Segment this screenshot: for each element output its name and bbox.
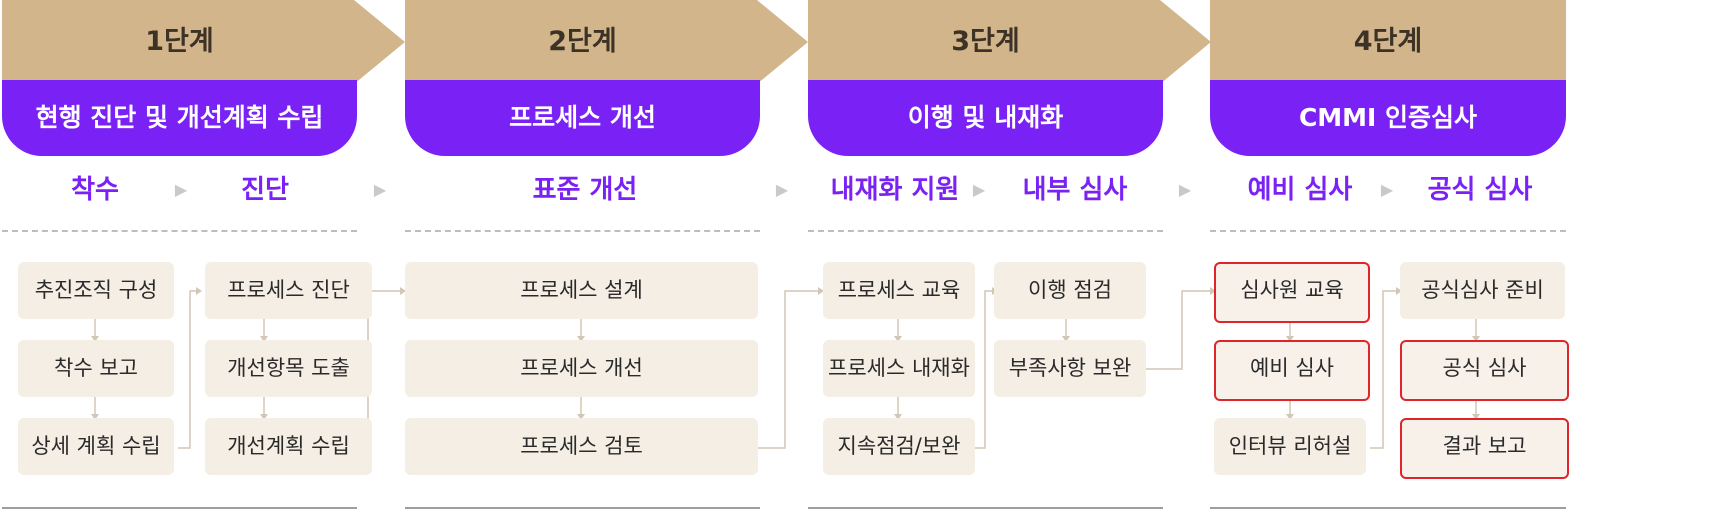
subphase-label: 표준 개선 [532, 175, 638, 205]
chevron-shape [808, 0, 1211, 84]
activity-box: 개선계획 수립 [205, 418, 372, 475]
triangle-right-icon: ▶ [972, 180, 986, 199]
activity-box: 인터뷰 리허설 [1214, 418, 1366, 475]
subphase-label: 내부 심사 [1022, 175, 1128, 205]
stage-2-header: 2단계 [405, 0, 810, 84]
stage-2-label: 2단계 [548, 26, 617, 57]
bottom-rule [808, 507, 1163, 509]
triangle-right-icon: ▶ [174, 180, 188, 199]
subphase-label: 진단 [241, 175, 289, 205]
chevron-shape [2, 0, 405, 84]
activity-box: 상세 계획 수립 [18, 418, 174, 475]
triangle-right-icon: ▶ [775, 180, 789, 199]
triangle-right-icon: ▶ [373, 180, 387, 199]
activity-box: 개선항목 도출 [205, 340, 372, 397]
activity-box-highlighted: 결과 보고 [1400, 418, 1569, 479]
chevron-shape [1210, 0, 1566, 84]
activity-box-highlighted: 공식 심사 [1400, 340, 1569, 401]
activity-box: 프로세스 교육 [823, 262, 975, 319]
activity-box: 공식심사 준비 [1400, 262, 1565, 319]
stage-1-label: 1단계 [145, 26, 214, 57]
stage-1-title: 현행 진단 및 개선계획 수립 [2, 80, 357, 156]
activity-box: 착수 보고 [18, 340, 174, 397]
bottom-rule [2, 507, 357, 509]
activity-box: 프로세스 설계 [405, 262, 758, 319]
divider [808, 230, 1163, 232]
activity-box-highlighted: 심사원 교육 [1214, 262, 1370, 323]
activity-box: 프로세스 검토 [405, 418, 758, 475]
stage-3-header: 3단계 [808, 0, 1213, 84]
stage-4-header: 4단계 [1210, 0, 1568, 84]
stage-2-title: 프로세스 개선 [405, 80, 760, 156]
triangle-right-icon: ▶ [1380, 180, 1394, 199]
stage-1-header: 1단계 [2, 0, 407, 84]
activity-box: 프로세스 내재화 [823, 340, 975, 397]
activity-box: 부족사항 보완 [994, 340, 1146, 397]
bottom-rule [1210, 507, 1566, 509]
divider [405, 230, 760, 232]
stage-3-title: 이행 및 내재화 [808, 80, 1163, 156]
activity-box: 이행 점검 [994, 262, 1146, 319]
divider [2, 230, 357, 232]
subphase-label: 내재화 지원 [830, 175, 960, 205]
activity-box: 프로세스 진단 [205, 262, 372, 319]
subphase-label: 착수 [71, 175, 119, 205]
triangle-right-icon: ▶ [1178, 180, 1192, 199]
chevron-shape [405, 0, 808, 84]
stage-4-label: 4단계 [1353, 26, 1423, 57]
stage-3-label: 3단계 [951, 26, 1020, 57]
activity-box: 프로세스 개선 [405, 340, 758, 397]
subphase-label: 예비 심사 [1247, 175, 1353, 205]
activity-box: 추진조직 구성 [18, 262, 174, 319]
divider [1210, 230, 1566, 232]
stage-4-title: CMMI 인증심사 [1210, 80, 1566, 156]
activity-box: 지속점검/보완 [823, 418, 975, 475]
subphase-label: 공식 심사 [1427, 175, 1533, 205]
bottom-rule [405, 507, 760, 509]
activity-box-highlighted: 예비 심사 [1214, 340, 1370, 401]
